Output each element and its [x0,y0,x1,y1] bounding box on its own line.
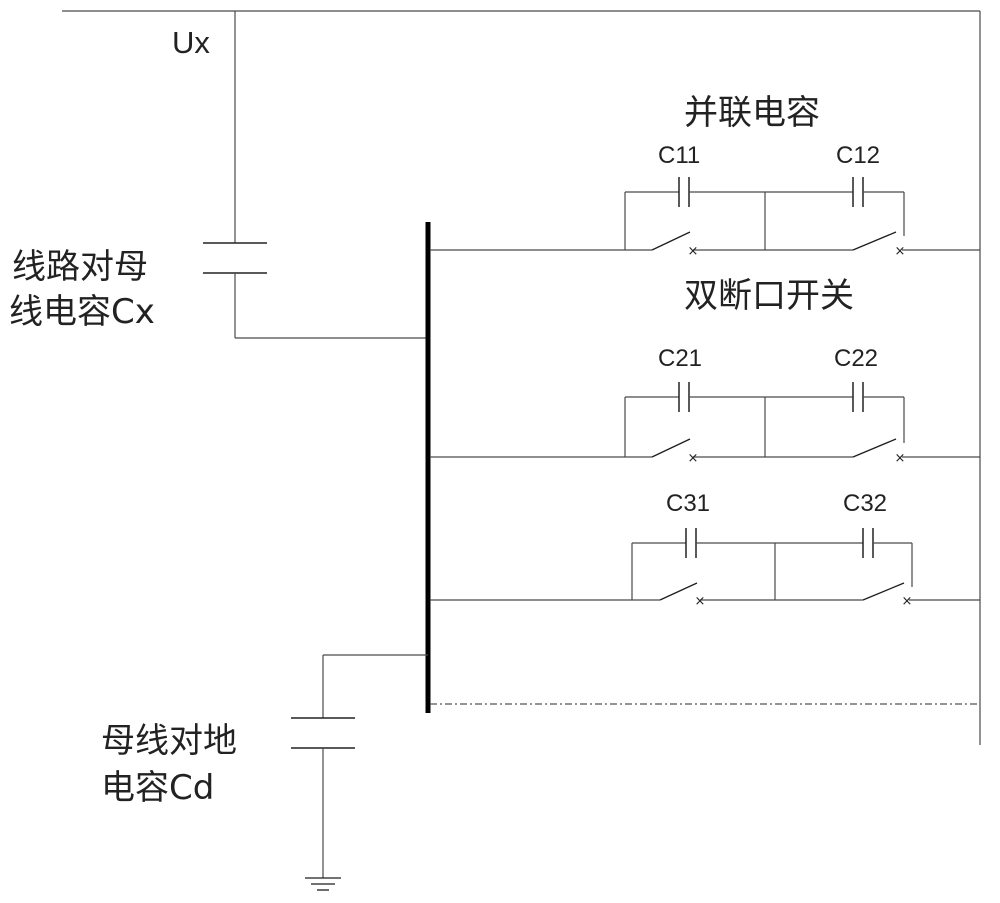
cx-label-line1: 线路对母 [12,247,148,287]
ux-label: Ux [172,25,210,60]
double-break-switch-label: 双断口开关 [684,276,854,316]
switch-blade-6 [862,582,905,601]
cd-label-line2: 电容Cd [101,768,214,808]
switch-contact-mark: × [895,244,906,259]
row3-circuit [430,528,980,601]
switch-contact-mark: × [688,451,699,466]
c11-label: C11 [658,142,700,169]
c21-label: C21 [658,345,702,372]
ground-symbol [305,877,341,891]
parallel-capacitor-label: 并联电容 [684,93,820,133]
switch-blade-5 [659,582,698,601]
switch-blade-4 [852,438,897,458]
c12-label: C12 [836,142,880,169]
switch-contact-mark: × [895,451,906,466]
switch-blade-2 [852,231,897,251]
row1-circuit [430,177,980,251]
switch-blade-3 [651,438,691,458]
switch-contact-mark: × [902,594,913,609]
c22-label: C22 [834,345,878,372]
row2-circuit [430,382,980,458]
c32-label: C32 [843,490,887,517]
c31-label: C31 [666,490,710,517]
cd-label-line1: 母线对地 [101,721,237,761]
switch-contact-mark: × [688,244,699,259]
switch-blade-1 [651,231,691,251]
switch-contact-mark: × [695,594,706,609]
cx-label-line2: 线电容Cx [9,292,155,332]
